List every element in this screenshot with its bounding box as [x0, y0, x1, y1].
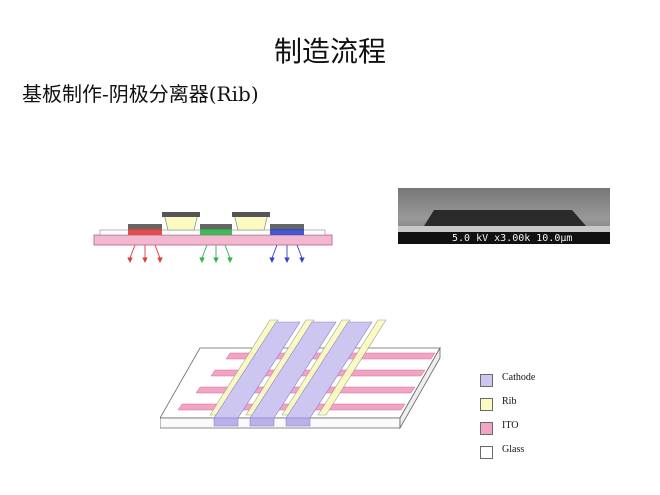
- page-title: 制造流程: [273, 35, 386, 68]
- legend-swatch-ito: [480, 422, 493, 435]
- rib-left: [162, 212, 200, 231]
- blue-pixel: [270, 224, 304, 235]
- green-emission-arrows: [199, 244, 233, 264]
- glass-substrate: [93, 234, 333, 246]
- sem-micrograph: 5.0 kV x3.00k 10.0µm: [398, 188, 610, 244]
- legend-swatch-glass: [480, 446, 493, 459]
- legend: Cathode Rib ITO Glass: [480, 372, 580, 468]
- red-emission-arrows: [127, 244, 163, 264]
- page-subtitle: 基板制作-阴极分离器(Rib): [22, 82, 259, 106]
- legend-label: Rib: [502, 396, 517, 407]
- sem-rib-shape: [424, 210, 586, 226]
- legend-swatch-rib: [480, 398, 493, 411]
- legend-item-ito: ITO: [480, 420, 580, 444]
- sem-caption: 5.0 kV x3.00k 10.0µm: [452, 233, 572, 244]
- blue-emission-arrows: [269, 244, 305, 264]
- cathode-stripes: [213, 321, 373, 419]
- legend-item-rib: Rib: [480, 396, 580, 420]
- glass-plate-side: [399, 346, 441, 430]
- cathode-fronts: [213, 417, 311, 427]
- legend-label: Cathode: [502, 372, 536, 383]
- legend-item-cathode: Cathode: [480, 372, 580, 396]
- red-pixel: [128, 224, 162, 235]
- glass-plate-front: [160, 417, 401, 429]
- cross-section-diagram: [93, 212, 333, 264]
- legend-label: ITO: [502, 420, 519, 431]
- green-pixel: [200, 224, 232, 235]
- sem-info-bar: [398, 232, 610, 244]
- rib-walls: [209, 319, 387, 416]
- isometric-structure-diagram: [160, 319, 441, 430]
- legend-item-glass: Glass: [480, 444, 580, 468]
- sem-substrate: [398, 226, 610, 234]
- legend-swatch-cathode: [480, 374, 493, 387]
- rib-right: [232, 212, 270, 231]
- legend-label: Glass: [502, 444, 525, 455]
